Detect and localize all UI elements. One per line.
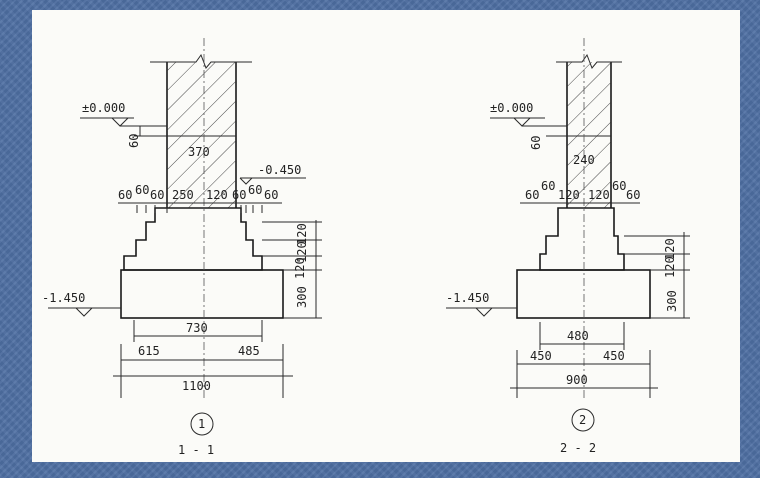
right-dim-2: 450 bbox=[603, 349, 625, 363]
wall-2-hatch bbox=[567, 62, 611, 208]
offset-2-b: 60 bbox=[541, 179, 555, 193]
step-1-a: 120 bbox=[295, 223, 309, 245]
break-line-2 bbox=[556, 53, 622, 69]
elev-mid-label-1: -0.450 bbox=[258, 163, 301, 177]
elevation-bottom-2: -1.450 bbox=[446, 291, 517, 317]
wall-width-2: 240 bbox=[573, 153, 595, 167]
wall-width-1: 370 bbox=[188, 145, 210, 159]
elevation-zero-1: ±0.000 bbox=[80, 101, 167, 127]
marker-2: 2 bbox=[579, 413, 586, 427]
step-2-b: 120 bbox=[663, 256, 677, 278]
section-1-1: ±0.000 60 370 -0.450 60 60 60 250 120 60… bbox=[42, 38, 322, 457]
dim-60-vertical-2: 60 bbox=[529, 136, 543, 150]
bed-width-2: 480 bbox=[567, 329, 589, 343]
section-label-1: 1 - 1 bbox=[178, 443, 214, 457]
bed-width-1: 730 bbox=[186, 321, 208, 335]
offset-1-g: 60 bbox=[248, 183, 262, 197]
elevation-bottom-1: -1.450 bbox=[42, 291, 121, 317]
offset-2-e: 60 bbox=[612, 179, 626, 193]
step-1-c: 120 bbox=[293, 257, 307, 279]
offset-1-b: 60 bbox=[135, 183, 149, 197]
offset-1-f: 60 bbox=[232, 188, 246, 202]
marker-1: 1 bbox=[198, 417, 205, 431]
elevation-zero-2: ±0.000 bbox=[490, 101, 567, 127]
offset-1-c: 60 bbox=[150, 188, 164, 202]
offset-2-a: 60 bbox=[525, 188, 539, 202]
total-width-2: 900 bbox=[566, 373, 588, 387]
offset-1-e: 120 bbox=[206, 188, 228, 202]
bed-height-2: 300 bbox=[665, 290, 679, 312]
wall-1-hatch bbox=[167, 62, 236, 208]
drawing-sheet bbox=[32, 10, 740, 462]
bed-height-1: 300 bbox=[295, 286, 309, 308]
section-label-2: 2 - 2 bbox=[560, 441, 596, 455]
total-width-1: 1100 bbox=[182, 379, 211, 393]
offset-2-c: 120 bbox=[558, 188, 580, 202]
left-dim-2: 450 bbox=[530, 349, 552, 363]
stepped-footing-2 bbox=[539, 207, 625, 271]
step-1-b: 120 bbox=[295, 241, 309, 263]
section-marker-1 bbox=[190, 412, 214, 436]
offset-2-d: 120 bbox=[588, 188, 610, 202]
elevation-mid-1: -0.450 bbox=[239, 163, 306, 185]
right-dim-1: 485 bbox=[238, 344, 260, 358]
dim-60-vertical-1: 60 bbox=[127, 134, 141, 148]
offset-2-f: 60 bbox=[626, 188, 640, 202]
concrete-bed-2 bbox=[516, 269, 651, 319]
elev-zero-label-1: ±0.000 bbox=[82, 101, 125, 115]
section-2-2: ±0.000 60 240 60 60 120 120 60 60 120 12… bbox=[446, 38, 690, 455]
elev-bottom-label-1: -1.450 bbox=[42, 291, 85, 305]
offset-ticks-1 bbox=[136, 205, 263, 213]
elev-bottom-label-2: -1.450 bbox=[446, 291, 489, 305]
break-line-1 bbox=[150, 53, 252, 69]
offset-1-h: 60 bbox=[264, 188, 278, 202]
left-dim-1: 615 bbox=[138, 344, 160, 358]
stepped-footing-1 bbox=[123, 207, 263, 271]
offset-1-a: 60 bbox=[118, 188, 132, 202]
concrete-bed-1 bbox=[120, 269, 284, 319]
elev-zero-label-2: ±0.000 bbox=[490, 101, 533, 115]
section-marker-2 bbox=[571, 408, 595, 432]
step-2-a: 120 bbox=[663, 238, 677, 260]
offset-1-d: 250 bbox=[172, 188, 194, 202]
